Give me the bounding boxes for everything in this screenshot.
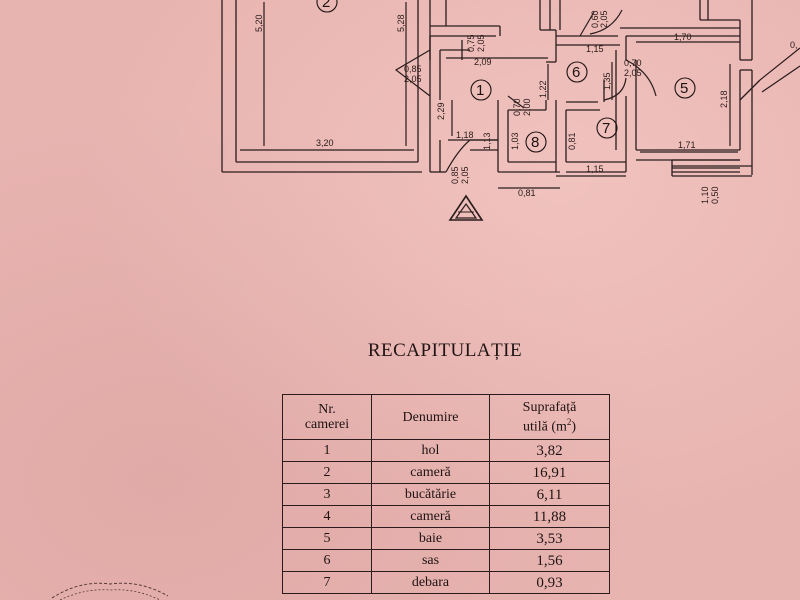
room-number-7: 7 [596, 117, 618, 139]
dim-1-18: 1,18 [456, 130, 474, 140]
table-row: 5 baie 3,53 [282, 527, 610, 550]
recap-title: RECAPITULAȚIE [367, 340, 523, 361]
door-label-205-c: 2,05 [599, 10, 609, 28]
door-label-075: 0,75 [466, 34, 476, 52]
cell-nr: 4 [282, 505, 372, 528]
dim-1-22: 1,22 [538, 80, 548, 98]
door-label-200: 2,00 [522, 98, 532, 116]
top-walls [430, 0, 753, 60]
dim-5-20: 5,20 [254, 14, 264, 32]
cell-denumire: bucătărie [371, 483, 490, 506]
door-label-085-a: 0,85 [404, 64, 422, 74]
edge-mark: 0, [790, 40, 798, 50]
room-number-1: 1 [470, 79, 492, 101]
dim-1-15-bottom: 1,15 [586, 164, 604, 174]
dim-2-29: 2,29 [436, 102, 446, 120]
room-5-walls [625, 36, 752, 177]
door-label-205-a: 2,05 [404, 74, 422, 84]
cell-denumire: cameră [371, 461, 490, 484]
door-label-205-e: 2,05 [460, 166, 470, 184]
entrance-triangle-icon [448, 194, 484, 221]
header-nr: Nr. camerei [282, 394, 372, 440]
cell-suprafata: 3,82 [489, 439, 610, 462]
header-suprafata: Suprafață utilă (m2) [489, 394, 610, 440]
door-label-060: 0,60 [590, 10, 600, 28]
dim-0-81-vertical: 0,81 [567, 132, 577, 150]
cell-denumire: sas [371, 549, 490, 572]
room-number-2: 2 [316, 0, 338, 13]
window-label-050: 0,50 [710, 186, 720, 204]
cell-suprafata: 11,88 [489, 505, 610, 528]
door-label-070: 0,70 [624, 58, 642, 68]
cell-denumire: baie [371, 527, 490, 550]
dim-2-18: 2,18 [719, 90, 729, 108]
floor-plan: 2 1 6 5 8 7 5,20 5,28 3,20 2,29 1,18 2,0… [221, 0, 800, 221]
door-label-205-b: 2,05 [476, 34, 486, 52]
svg-text:8: 8 [531, 134, 539, 151]
right-walls [739, 47, 800, 175]
cell-suprafata: 6,11 [489, 483, 610, 506]
cell-nr: 2 [282, 461, 372, 484]
dim-1-70: 1,70 [674, 32, 692, 42]
cell-nr: 7 [282, 571, 372, 594]
cell-nr: 3 [282, 483, 372, 506]
svg-text:1: 1 [476, 82, 484, 99]
table-row: 1 hol 3,82 [282, 439, 610, 462]
room-number-6: 6 [566, 61, 588, 83]
svg-text:5: 5 [680, 80, 688, 97]
dim-1-35: 1,35 [602, 72, 612, 90]
rooms-6-7-8-walls [507, 9, 627, 173]
cell-suprafata: 1,56 [489, 549, 610, 572]
cell-suprafata: 3,53 [489, 527, 610, 550]
cell-nr: 6 [282, 549, 372, 572]
cell-suprafata: 16,91 [489, 461, 610, 484]
dim-1-71: 1,71 [678, 140, 696, 150]
door-label-205-d: 2,05 [624, 68, 642, 78]
dim-3-20: 3,20 [316, 138, 334, 148]
dim-1-15-top: 1,15 [586, 44, 604, 54]
table-row: 4 cameră 11,88 [282, 505, 610, 528]
dim-1-13: 1,13 [482, 132, 492, 150]
window-label-110: 1,10 [700, 186, 710, 204]
svg-text:7: 7 [602, 120, 610, 137]
table-row: 6 sas 1,56 [282, 549, 610, 572]
header-denumire: Denumire [371, 394, 490, 440]
stamp-mark [51, 582, 169, 600]
cell-denumire: hol [371, 439, 490, 462]
dim-1-03: 1,03 [510, 132, 520, 150]
dimension-lines [240, 2, 740, 189]
cell-nr: 5 [282, 527, 372, 550]
window-bottom-right [672, 159, 740, 173]
table-row: 7 debara 0,93 [282, 571, 610, 594]
door-label-085-b: 0,85 [450, 166, 460, 184]
room-number-5: 5 [674, 77, 696, 99]
cell-denumire: debara [371, 571, 490, 594]
door-label-070-b: 0,70 [512, 98, 522, 116]
cell-nr: 1 [282, 439, 372, 462]
svg-text:2: 2 [322, 0, 330, 11]
room-2-walls [221, 0, 431, 173]
cell-suprafata: 0,93 [489, 571, 610, 594]
cell-denumire: cameră [371, 505, 490, 528]
table-row: 3 bucătărie 6,11 [282, 483, 610, 506]
room-number-8: 8 [525, 131, 547, 153]
dim-0-81: 0,81 [518, 188, 536, 198]
svg-text:6: 6 [572, 64, 580, 81]
table-row: 2 cameră 16,91 [282, 461, 610, 484]
dim-2-09: 2,09 [474, 57, 492, 67]
dim-5-28: 5,28 [396, 14, 406, 32]
table-header-row: Nr. camerei Denumire Suprafață utilă (m2… [282, 394, 610, 440]
recap-table: Nr. camerei Denumire Suprafață utilă (m2… [282, 394, 610, 594]
